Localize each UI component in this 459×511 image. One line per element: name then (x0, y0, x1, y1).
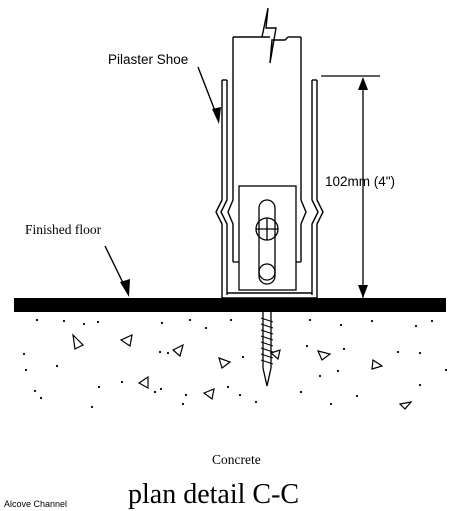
pilaster-shoe-arrow-icon (212, 107, 221, 124)
concrete-speckle (22, 318, 448, 409)
dimension-line (321, 75, 380, 298)
finished-floor-slab (14, 298, 446, 312)
finished-floor-arrow-icon (120, 279, 130, 297)
dimension-label: 102mm (4") (325, 174, 395, 189)
dimension-arrow-bottom-icon (358, 285, 368, 298)
finished-floor-label: Finished floor (25, 222, 102, 237)
pilaster-shoe-label: Pilaster Shoe (108, 52, 188, 67)
alcove-channel-label: Alcove Channel (4, 499, 67, 509)
dimension-arrow-top-icon (358, 77, 368, 90)
anchor-screw (260, 312, 274, 387)
concrete-label: Concrete (212, 452, 261, 467)
drawing-title: plan detail C-C (128, 479, 299, 510)
pilaster-shoe-leader (197, 66, 218, 117)
concrete-aggregate (72, 333, 413, 410)
pilaster-post (232, 7, 302, 78)
mounting-bracket (233, 185, 301, 291)
